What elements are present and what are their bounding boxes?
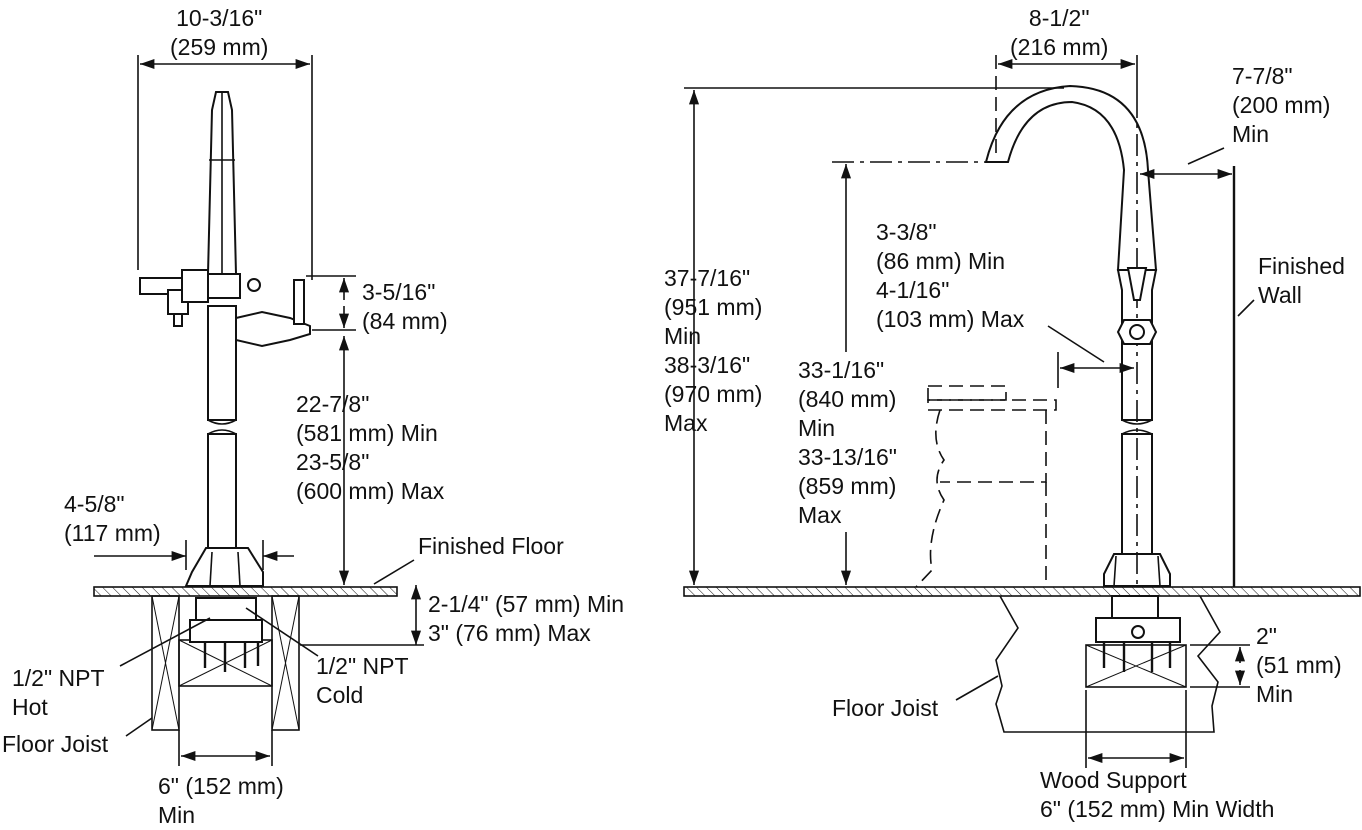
- leader-npt-cold: [245, 607, 319, 657]
- faucet-body-left: [139, 91, 311, 587]
- leader-floor-joist-left: [125, 717, 153, 737]
- dim-handle-offset: [1047, 325, 1134, 388]
- label-floor-joist-right: Floor Joist: [832, 695, 939, 721]
- dim-top-width: [137, 55, 313, 280]
- label-support-height: 2" (51 mm) Min: [1256, 623, 1342, 707]
- right-front-view: [683, 55, 1361, 768]
- faucet-body-right: [984, 84, 1171, 587]
- wood-support-block-right: [1085, 595, 1187, 688]
- leader-floor-joist-right: [955, 675, 999, 701]
- label-base-width: 4-5/8" (117 mm): [64, 491, 161, 546]
- label-npt-cold: 1/2" NPT Cold: [316, 653, 409, 708]
- label-handle-height: 3-5/16" (84 mm): [362, 279, 448, 334]
- label-floor-thickness: 2-1/4" (57 mm) Min 3" (76 mm) Max: [428, 591, 625, 646]
- mounting-bracket-left: [189, 597, 263, 672]
- label-joist-spacing: 6" (152 mm) Min: [158, 773, 284, 828]
- label-reach: 8-1/2" (216 mm): [1010, 5, 1109, 60]
- dim-base-width: [94, 540, 294, 570]
- dim-reach: [995, 55, 1138, 160]
- dim-wood-support-width: [1085, 690, 1187, 768]
- dashed-fixture-outline: [915, 385, 1057, 588]
- label-spout-base-height: 22-7/8" (581 mm) Min 23-5/8" (600 mm) Ma…: [296, 391, 445, 504]
- dim-floor-thickness: [300, 585, 424, 646]
- dim-spout-height: [832, 161, 990, 585]
- dim-wall-clearance: [1140, 147, 1232, 180]
- label-finished-floor: Finished Floor: [418, 533, 564, 559]
- dim-joist-spacing: [178, 730, 273, 766]
- label-wall-clearance: 7-7/8" (200 mm) Min: [1232, 63, 1331, 147]
- label-floor-joist-left: Floor Joist: [2, 731, 109, 757]
- left-side-view: [93, 55, 424, 766]
- label-total-height: 37-7/16" (951 mm) Min 38-3/16" (970 mm) …: [664, 265, 763, 436]
- dim-handle-height: [306, 275, 356, 331]
- label-spout-height: 33-1/16" (840 mm) Min 33-13/16" (859 mm)…: [798, 357, 897, 528]
- label-finished-wall: Finished Wall: [1258, 253, 1345, 308]
- label-top-width: 10-3/16" (259 mm): [170, 5, 269, 60]
- dim-total-height: [684, 87, 1064, 585]
- floor-slab-left: [93, 586, 398, 597]
- label-handle-offset: 3-3/8" (86 mm) Min 4-1/16" (103 mm) Max: [876, 219, 1025, 332]
- leader-npt-hot: [119, 617, 211, 667]
- dim-support-height: [1190, 644, 1250, 688]
- leader-finished-floor: [373, 559, 415, 585]
- label-npt-hot: 1/2" NPT Hot: [12, 665, 105, 720]
- label-wood-support: Wood Support 6" (152 mm) Min Width: [1040, 767, 1275, 822]
- leader-finished-wall: [1237, 299, 1255, 317]
- floor-joist-right-shape: [995, 595, 1221, 733]
- floor-slab-right: [683, 586, 1361, 597]
